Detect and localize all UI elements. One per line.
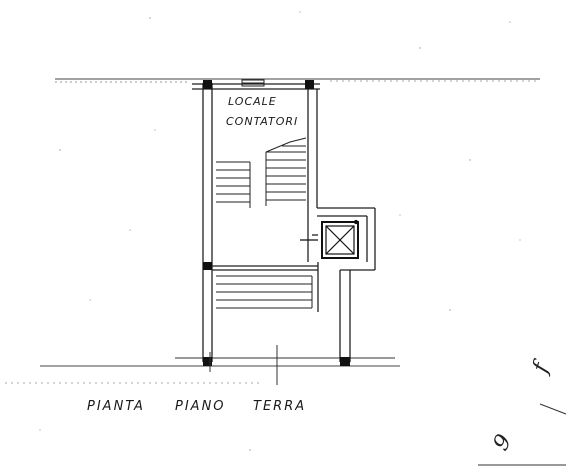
room-label-line2: CONTATORI — [226, 115, 298, 128]
lower-stair — [216, 275, 313, 309]
caption-word-terra: TERRA — [253, 399, 306, 414]
upper-stair-right — [265, 137, 307, 206]
elevator-shaft — [300, 219, 359, 259]
margin-mark-9: 9 — [489, 430, 518, 455]
building-walls — [192, 83, 376, 362]
right-margin-marks — [478, 403, 567, 466]
top-boundary-line — [55, 78, 540, 83]
caption-word-piano: PIANO — [175, 399, 226, 414]
scan-specks — [39, 11, 521, 451]
margin-mark-f: f — [527, 356, 555, 378]
entrance-opening — [241, 79, 265, 87]
pillars — [203, 80, 350, 366]
caption-word-pianta: PIANTA — [87, 399, 145, 414]
room-label-line1: LOCALE — [228, 95, 277, 108]
axis-marks — [209, 345, 278, 385]
upper-stair-left — [216, 161, 251, 208]
